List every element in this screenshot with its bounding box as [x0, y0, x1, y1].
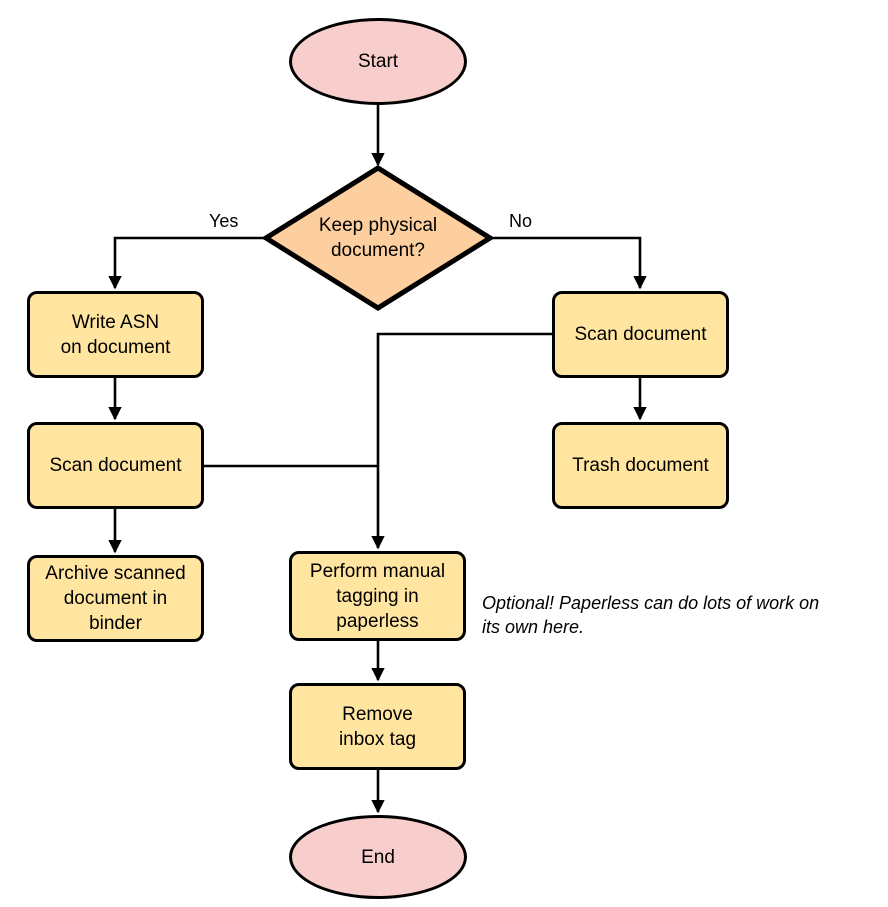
- node-write-asn-label-line1: Write ASN: [71, 311, 160, 333]
- node-write-asn-label-line2: on document: [60, 336, 171, 358]
- node-decision-label-line2: document?: [330, 240, 425, 261]
- node-scan-document-left[interactable]: Scan document: [27, 422, 204, 509]
- node-scan-document-left-label: Scan document: [49, 455, 182, 476]
- node-scan-document-right-label: Scan document: [574, 324, 707, 345]
- annotation-note-optional: Optional! Paperless can do lots of work …: [482, 591, 882, 639]
- node-scan-document-right[interactable]: Scan document: [552, 291, 729, 378]
- node-decision-keep-physical-document[interactable]: Keep physical document?: [263, 165, 493, 311]
- node-perform-manual-tagging[interactable]: Perform manual tagging in paperless: [289, 551, 466, 641]
- node-end[interactable]: End: [289, 815, 467, 899]
- edge-label-no: No: [509, 211, 533, 231]
- node-manual-tagging-label: Perform manual tagging in paperless: [310, 559, 445, 634]
- annotation-note-line1: Optional! Paperless can do lots of work …: [482, 593, 820, 613]
- node-decision-label: Keep physical document?: [313, 213, 443, 263]
- node-archive-label: Archive scanned document in binder: [45, 561, 185, 636]
- diamond-shape: [263, 165, 493, 311]
- node-end-label: End: [361, 846, 395, 868]
- node-trash-document[interactable]: Trash document: [552, 422, 729, 509]
- node-remove-inbox-label: Remove inbox tag: [339, 702, 416, 752]
- node-remove-inbox-label-line1: Remove: [342, 703, 413, 725]
- edge-scan-right-to-manual-tagging: [371, 332, 552, 550]
- node-manual-tagging-label-line2: tagging in: [336, 585, 419, 607]
- node-remove-inbox-label-line2: inbox tag: [338, 728, 417, 750]
- node-remove-inbox-tag[interactable]: Remove inbox tag: [289, 683, 466, 770]
- node-archive-label-line3: binder: [89, 613, 142, 634]
- node-archive-scanned-document-in-binder[interactable]: Archive scanned document in binder: [27, 555, 204, 642]
- node-start[interactable]: Start: [289, 18, 467, 105]
- node-manual-tagging-label-line1: Perform manual: [309, 560, 446, 582]
- node-trash-document-label: Trash document: [572, 455, 709, 476]
- annotation-note-line2: its own here.: [482, 617, 585, 637]
- node-write-asn-on-document[interactable]: Write ASN on document: [27, 291, 204, 378]
- node-archive-label-line2: document in: [63, 588, 168, 609]
- edge-label-yes: Yes: [209, 211, 239, 231]
- node-archive-label-line1: Archive scanned: [45, 563, 186, 584]
- node-start-label: Start: [357, 51, 399, 72]
- node-manual-tagging-label-line3: paperless: [336, 610, 419, 632]
- edge-decision-no-to-scan-right: [491, 236, 647, 290]
- node-write-asn-label: Write ASN on document: [61, 310, 171, 360]
- edge-decision-yes-to-write-asn: [108, 236, 265, 290]
- node-decision-label-line1: Keep physical: [318, 215, 438, 236]
